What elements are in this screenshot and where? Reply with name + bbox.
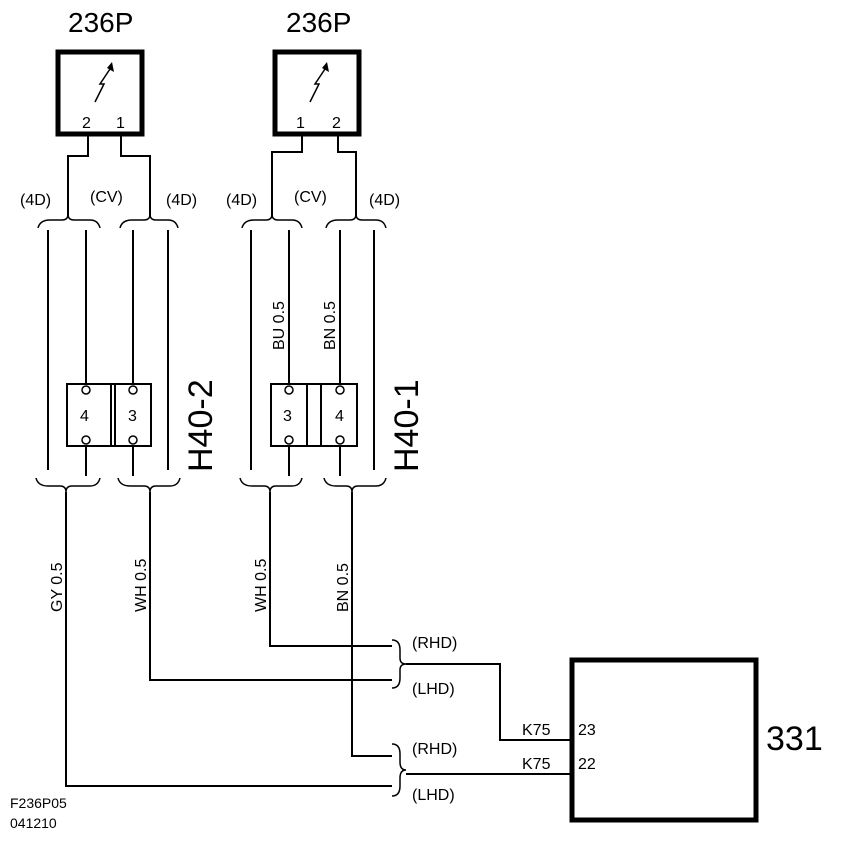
routing-lhd-1: (LHD): [412, 681, 455, 698]
wire-label-wh-right: WH 0.5: [253, 559, 270, 612]
wire-label-wh-left: WH 0.5: [133, 559, 150, 612]
sensor-right-title: 236P: [286, 7, 351, 38]
h40-1-pin-left: 3: [283, 408, 292, 425]
lightning-icon-left: [94, 62, 114, 103]
sensor-left-title: 236P: [68, 7, 133, 38]
routing-rhd-2: (RHD): [412, 741, 457, 758]
connector-h40-2: 4 3: [66, 383, 152, 447]
footer-date: 041210: [10, 815, 57, 831]
h40-1-pin-right: 4: [335, 408, 344, 425]
wire-label-bu: BU 0.5: [271, 301, 288, 350]
sensor-left-box: [55, 49, 145, 137]
connector-h40-1: 3 4: [270, 383, 358, 447]
sensor-left-pin-b: 1: [116, 115, 125, 132]
lightning-icon-right: [309, 62, 329, 103]
h40-2-pin-left: 4: [80, 408, 89, 425]
routing-lhd-2: (LHD): [412, 787, 455, 804]
routing-rhd-1: (RHD): [412, 635, 457, 652]
sensor-right-box: [272, 49, 362, 137]
wire-label-bn-bottom: BN 0.5: [335, 563, 352, 612]
connector-h40-1-label: H40-1: [388, 379, 426, 472]
variant-cv-left: (CV): [90, 189, 123, 206]
sensor-right-pin-b: 2: [332, 115, 341, 132]
variant-4d-right-2: (4D): [369, 192, 400, 209]
module-id: 331: [766, 720, 823, 758]
module-k75-b: K75: [522, 756, 551, 773]
connector-h40-2-label: H40-2: [182, 379, 220, 472]
module-pin-23: 23: [578, 722, 596, 739]
wire-label-bn-top: BN 0.5: [322, 301, 339, 350]
sensor-right-pin-a: 1: [296, 115, 305, 132]
variant-4d-right-1: (4D): [226, 192, 257, 209]
variant-cv-right: (CV): [294, 189, 327, 206]
footer-code: F236P05: [10, 795, 67, 811]
variant-4d-left-2: (4D): [166, 192, 197, 209]
h40-2-pin-right: 3: [128, 408, 137, 425]
sensor-left-pin-a: 2: [82, 115, 91, 132]
variant-4d-left-1: (4D): [20, 192, 51, 209]
module-k75-a: K75: [522, 722, 551, 739]
module-pin-22: 22: [578, 756, 596, 773]
module-331-box: [569, 657, 759, 823]
wire-label-gy: GY 0.5: [49, 562, 66, 612]
